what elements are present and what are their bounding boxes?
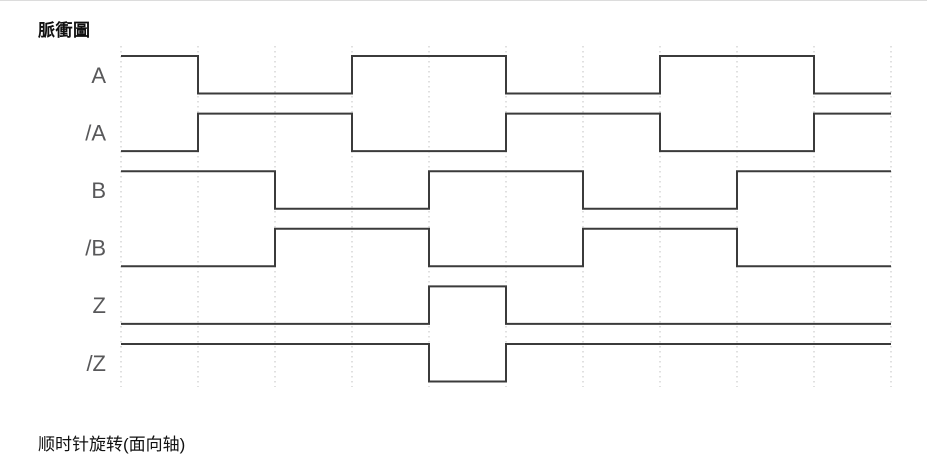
- waveform-z: [121, 285, 891, 325]
- signal-label-nb: /B: [85, 236, 106, 261]
- signal-label-nz: /Z: [86, 351, 106, 376]
- timing-diagram: A/A B/B Z/Z: [85, 46, 892, 387]
- waveform-nb: [121, 227, 891, 268]
- signal-label-na: /A: [85, 120, 106, 145]
- page-title: 脈衝圖: [38, 21, 91, 40]
- signal-label-z: Z: [93, 293, 106, 318]
- waveform-b: [121, 170, 891, 210]
- signal-label-b: B: [91, 178, 106, 203]
- rotation-direction-caption: 顺时针旋转(面向轴): [38, 435, 186, 454]
- waveform-a: [121, 55, 891, 95]
- waveform-na: [121, 112, 891, 153]
- waveform-nz: [121, 343, 891, 383]
- signal-label-a: A: [91, 63, 106, 88]
